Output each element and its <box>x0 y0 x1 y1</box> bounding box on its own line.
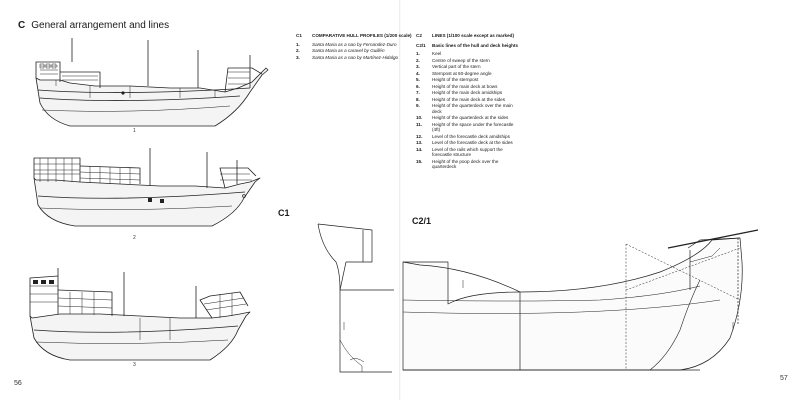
legend-column-c1: C1 COMPARATIVE HULL PROFILES (1/200 scal… <box>296 33 416 61</box>
right-page: C1 COMPARATIVE HULL PROFILES (1/200 scal… <box>278 0 800 400</box>
book-gutter <box>399 0 401 400</box>
left-page: C General arrangement and lines <box>14 20 269 387</box>
hull-profiles-illustration <box>29 38 269 361</box>
figure-number-2: 2 <box>133 235 136 241</box>
list-item: 6.Height of the main deck at bows <box>416 83 498 89</box>
list-item: 2.Santa Maria as a caravel by Guillén <box>296 48 385 53</box>
list-item: 1.Santa Maria as a nao by Fernandez-Duro <box>296 41 397 47</box>
list-item: 15.Height of the poop deck over the quar… <box>416 158 499 170</box>
c1-figure-label: C1 <box>278 208 290 218</box>
c2-code: C2 <box>416 33 422 38</box>
list-item: 3.Vertical part of the stern <box>416 64 481 69</box>
c21-heading: Basic lines of the hull and deck heights <box>432 42 519 48</box>
list-item: 10.Height of the quarterdeck at the side… <box>416 115 509 120</box>
page-number-left: 56 <box>14 380 22 387</box>
list-item: 5.Height of the sternpost <box>416 77 479 82</box>
list-item: 11.Height of the space under the forecas… <box>416 121 514 133</box>
list-item: 12.Level of the forecastle deck amidship… <box>416 133 510 139</box>
c21-figure-label: C2/1 <box>412 216 432 226</box>
list-item: 3.Santa Maria as a nao by Martínez-Hidal… <box>296 54 399 60</box>
section-title: C General arrangement and lines <box>18 20 169 31</box>
hull-profile-2 <box>33 148 261 227</box>
c1-heading: COMPARATIVE HULL PROFILES (1/200 scale) <box>312 33 412 38</box>
section-title-text: General arrangement and lines <box>31 20 170 31</box>
list-item: 9.Height of the quarterdeck over the mai… <box>416 103 513 114</box>
section-letter: C <box>18 20 26 31</box>
c1-code: C1 <box>296 33 302 38</box>
list-item: 14.Level of the rails which support the … <box>416 146 503 158</box>
list-item: 4.Sternpost at 60-degree angle <box>416 70 492 76</box>
list-item: 7.Height of the main deck amidships <box>416 90 503 95</box>
page-number-right: 57 <box>780 375 788 382</box>
figure-number-3: 3 <box>133 362 136 368</box>
list-item: 2.Centre of sweep of the stern <box>416 57 490 63</box>
list-item: 1.Keel <box>416 51 442 56</box>
list-item: 13.Level of the forecastle deck at the s… <box>416 140 513 145</box>
hull-profile-1 <box>35 38 269 127</box>
hull-profile-3 <box>29 268 251 361</box>
legend-column-c2: C2 LINES (1/100 scale except as marked) … <box>416 33 521 171</box>
figure-number-1: 1 <box>133 128 136 134</box>
list-item: 8.Height of the main deck at the sides <box>416 96 506 102</box>
c2-heading: LINES (1/100 scale except as marked) <box>432 33 514 38</box>
c21-code: C2/1 <box>416 42 426 48</box>
